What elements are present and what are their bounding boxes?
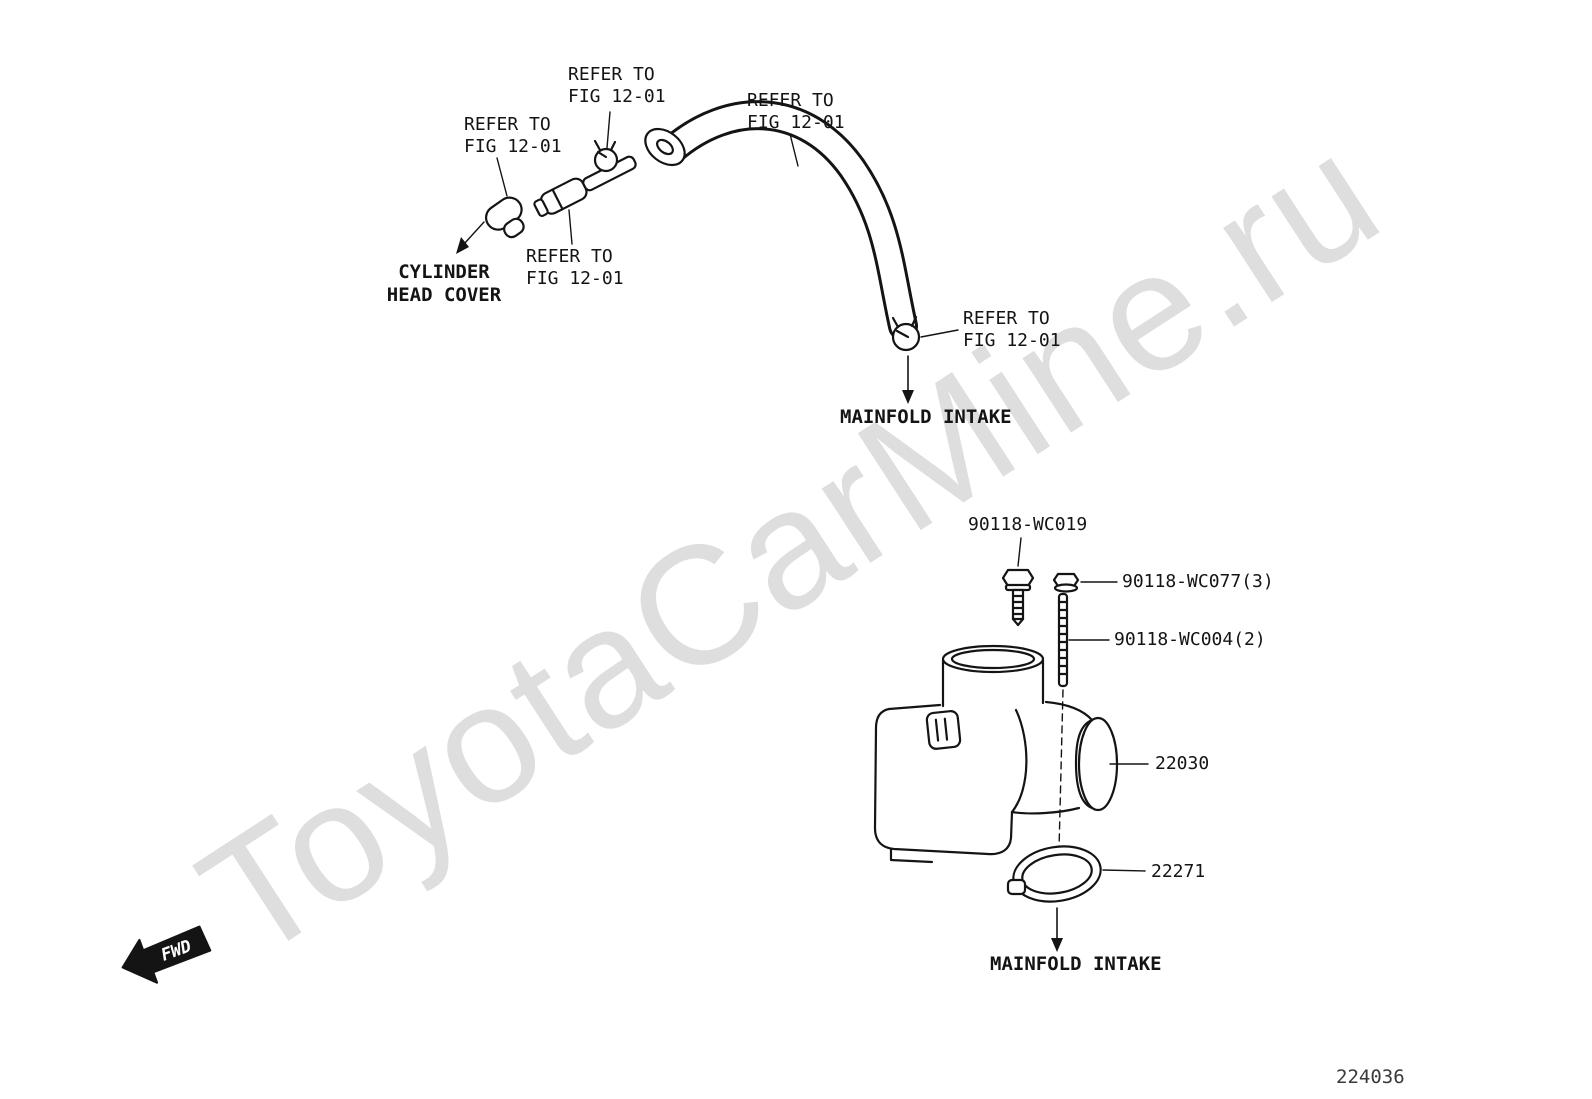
nut-90118-wc077-icon	[1052, 572, 1080, 593]
bolt-90118-wc019-icon	[1001, 568, 1035, 627]
label-mainfold-intake-bottom: MAINFOLD INTAKE	[990, 953, 1162, 975]
callout-refer-top-clamp: REFER TO FIG 12-01	[568, 64, 666, 107]
gasket-22271	[1006, 845, 1102, 903]
air-chamber-22030	[873, 644, 1119, 864]
hose-clamp-upper-icon	[593, 139, 619, 173]
label-cylinder-head-cover: CYLINDER HEAD COVER	[386, 261, 502, 306]
ventilation-hose	[644, 100, 918, 341]
label-mainfold-intake-top: MAINFOLD INTAKE	[840, 406, 1012, 428]
ventilation-pipe	[533, 155, 637, 217]
leader-lines-bottom	[1017, 537, 1149, 872]
stud-90118-wc004-icon	[1057, 592, 1069, 688]
callout-refer-hose: REFER TO FIG 12-01	[747, 90, 845, 133]
arrow-to-cylinder-head-cover	[456, 237, 469, 254]
part-number-90118-wc019: 90118-WC019	[968, 514, 1088, 535]
grommet	[485, 196, 525, 239]
leader-lines-top	[463, 111, 959, 338]
part-number-90118-wc004: 90118-WC004(2)	[1114, 629, 1266, 650]
assembly-axis-dashed	[1058, 689, 1064, 851]
arrow-to-mainfold-intake-top	[902, 355, 914, 404]
air-chamber-assembly	[873, 537, 1149, 952]
document-number: 224036	[1336, 1066, 1405, 1088]
ventilation-hose-assembly	[456, 100, 959, 404]
callout-refer-lower-clamp: REFER TO FIG 12-01	[963, 308, 1061, 351]
arrow-to-mainfold-intake-bottom	[1051, 907, 1063, 952]
part-number-90118-wc077: 90118-WC077(3)	[1122, 571, 1274, 592]
callout-refer-pipe: REFER TO FIG 12-01	[526, 246, 624, 289]
callout-refer-grommet: REFER TO FIG 12-01	[464, 114, 562, 157]
part-number-22030: 22030	[1155, 753, 1210, 774]
hose-clamp-lower-icon	[891, 315, 921, 352]
part-number-22271: 22271	[1151, 861, 1206, 882]
fwd-indicator: FWD	[121, 925, 212, 984]
